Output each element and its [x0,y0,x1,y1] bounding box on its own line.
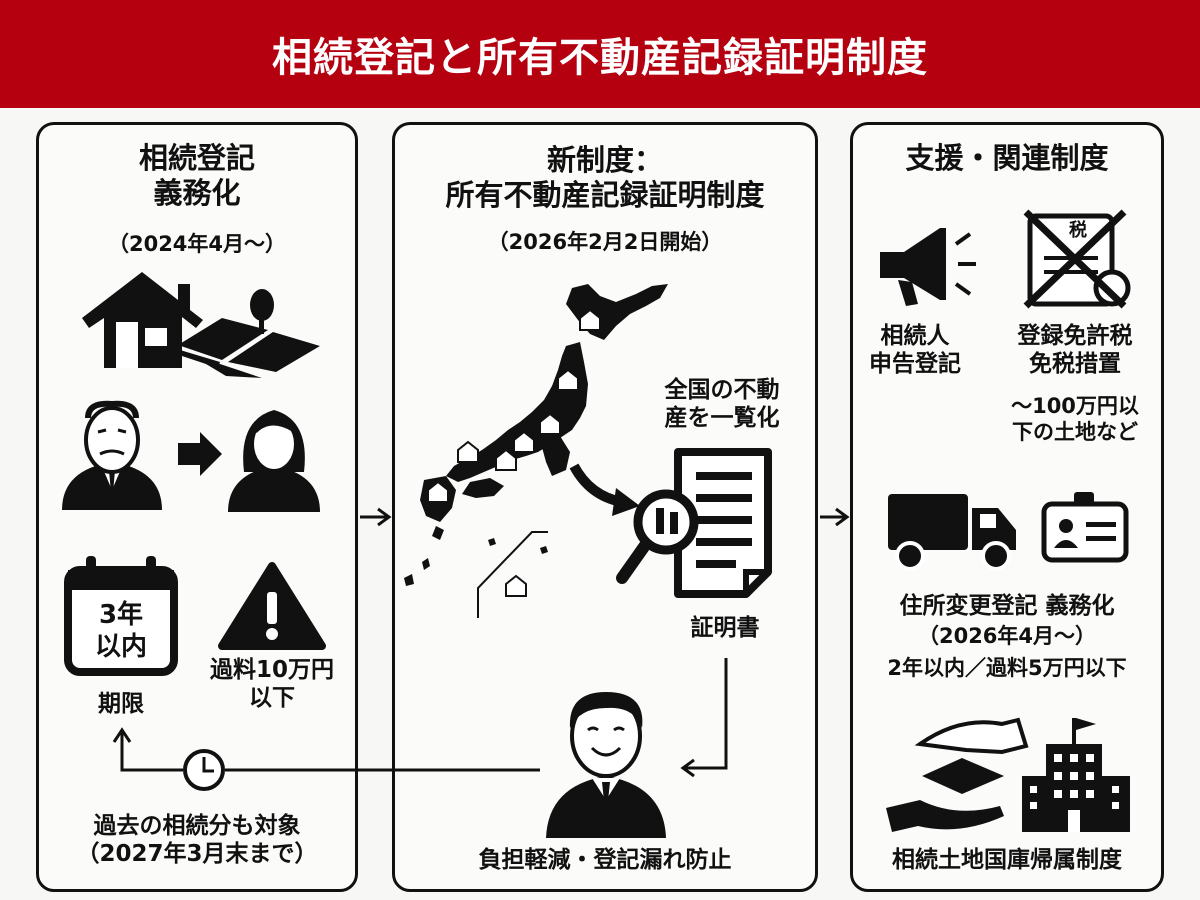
middle-title-line1: 新制度： [546,143,663,177]
tax-exemption-note: 〜100万円以 下の土地など [994,394,1156,445]
heir-declaration-line1: 相続人 [880,323,950,349]
certificate-label: 証明書 [690,615,760,641]
middle-date: （2026年2月2日開始） [487,230,723,254]
page-title: 相続登記と所有不動産記録証明制度 [272,35,928,81]
arrow-right-icon [360,507,392,527]
calendar-text: 3年 以内 [68,600,174,663]
penalty-text: 過料10万円 以下 [196,656,348,712]
tax-exemption-text: 登録免許税 免税措置 [994,322,1156,378]
heir-declaration-text: 相続人 申告登記 [860,322,970,378]
heir-declaration-line2: 申告登記 [869,351,961,378]
tax-exemption-line1: 登録免許税 [1017,323,1133,349]
right-panel-support-systems [850,122,1164,892]
middle-title: 新制度： 所有不動産記録証明制度 [392,143,818,214]
benefit-text: 負担軽減・登記漏れ防止 [478,847,732,873]
address-change-note: 2年以内／過料5万円以下 [887,656,1127,680]
tax-note-line2: 下の土地など [1012,419,1138,444]
calendar-text-line1: 3年 [98,600,144,630]
past-note-line2: （2027年3月末まで） [76,841,318,868]
deadline-label: 期限 [98,691,144,717]
left-title-line2: 義務化 [153,176,241,211]
left-title: 相続登記 義務化 [36,141,358,212]
right-title: 支援・関連制度 [905,141,1109,175]
calendar-text-line2: 以内 [94,631,147,662]
tax-exemption-line2: 免税措置 [1029,351,1121,378]
address-change-date: （2026年4月〜） [917,624,1097,648]
past-inheritance-note: 過去の相続分も対象 （2027年3月末まで） [36,812,358,868]
tax-badge: 税 [1069,220,1087,241]
page-title-banner: 相続登記と所有不動産記録証明制度 [0,0,1200,108]
left-title-line1: 相続登記 [138,141,255,175]
list-text-line2: 産を一覧化 [664,405,780,432]
land-return-system-text: 相続土地国庫帰属制度 [892,847,1122,873]
left-date: （2024年4月〜） [107,232,287,256]
penalty-line2: 以下 [249,685,295,712]
past-note-line1: 過去の相続分も対象 [93,813,301,839]
address-change-title: 住所変更登記 義務化 [899,593,1115,619]
list-text-line1: 全国の不動 [664,377,780,403]
list-all-property-text: 全国の不動 産を一覧化 [640,376,804,432]
arrow-right-icon [820,507,850,527]
tax-note-line1: 〜100万円以 [1011,394,1139,418]
penalty-line1: 過料10万円 [209,657,334,683]
middle-title-line2: 所有不動産記録証明制度 [445,178,765,213]
